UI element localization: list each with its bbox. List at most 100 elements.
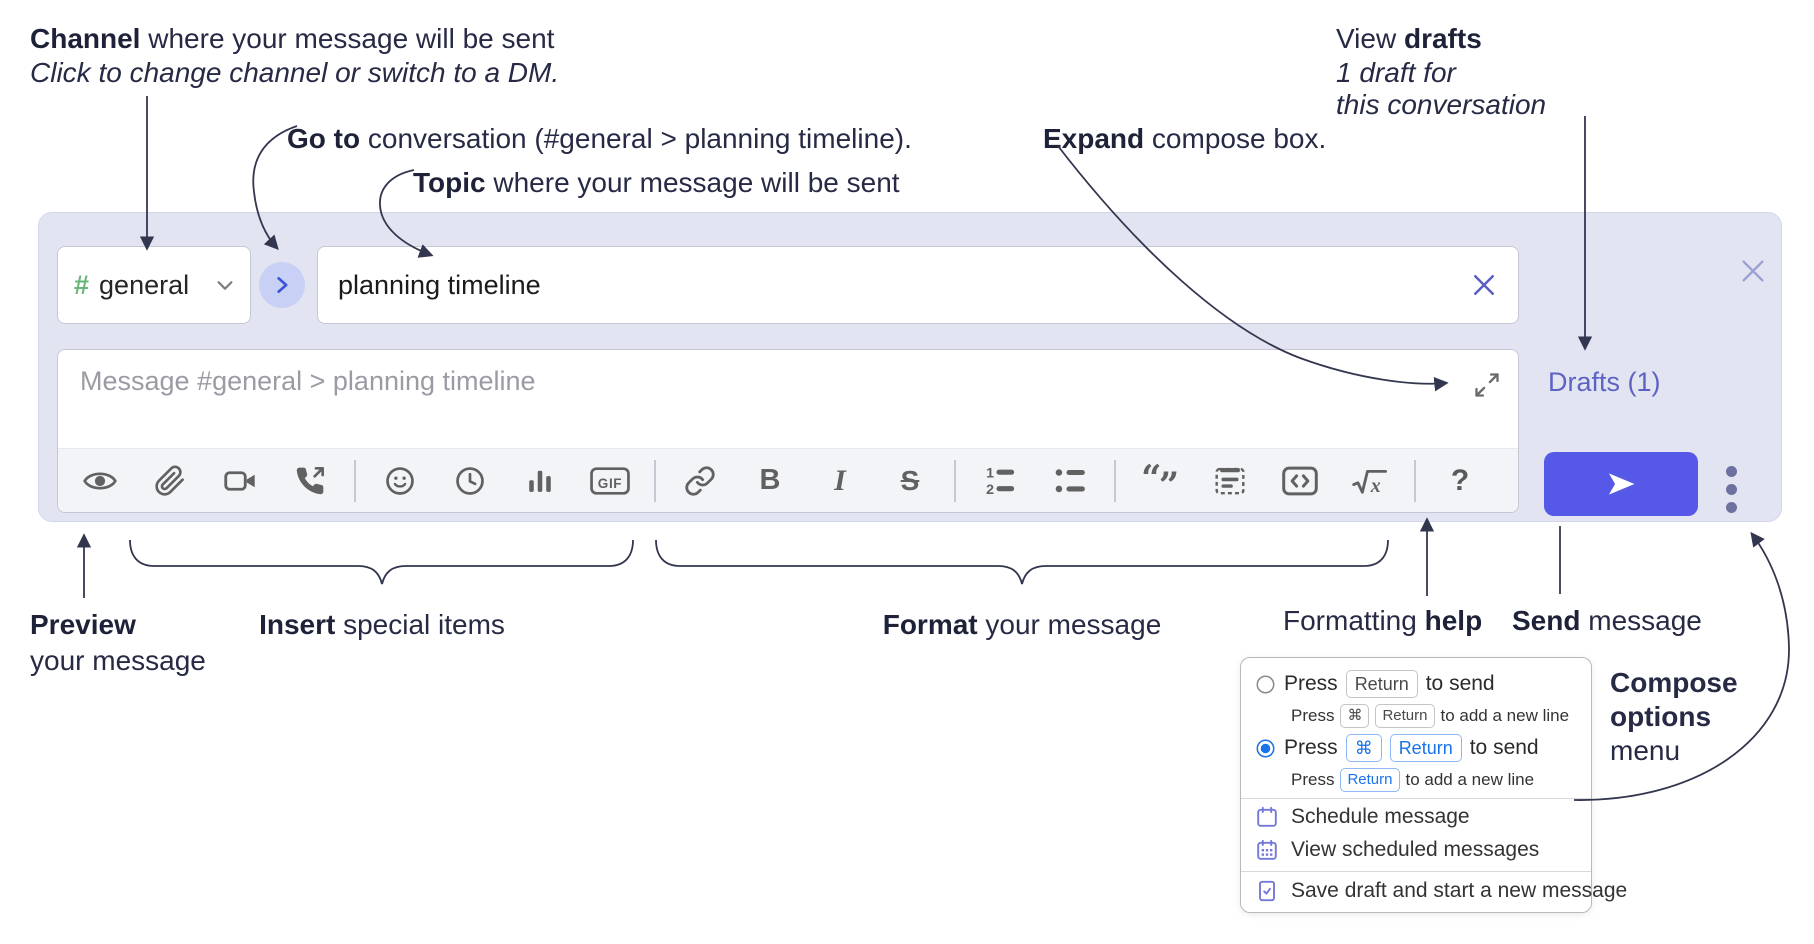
document-check-icon: [1259, 880, 1275, 902]
annotation-drafts-line2: 1 draft for: [1336, 57, 1456, 88]
annotation-goto-bold: Go to: [287, 123, 361, 154]
annotation-expand: Expand compose box.: [1043, 122, 1326, 155]
quote-icon[interactable]: “”: [1138, 459, 1182, 503]
poll-icon[interactable]: [518, 459, 562, 503]
svg-text:1: 1: [986, 465, 994, 481]
svg-text:2: 2: [986, 482, 994, 498]
annotation-compose-options-line1: Compose: [1610, 667, 1738, 698]
annotation-insert-rest: special items: [335, 609, 505, 640]
annotation-preview: Preview: [30, 608, 136, 641]
radio-label: Press: [1284, 736, 1338, 759]
video-call-icon[interactable]: [218, 459, 262, 503]
help-icon[interactable]: ?: [1450, 463, 1470, 497]
svg-text:“: “: [1141, 463, 1161, 499]
annotation-format-bold: Format: [882, 609, 978, 640]
radio-option-cmd-return-to-send[interactable]: Press ⌘ Return to send: [1255, 734, 1539, 762]
annotation-insert: Insert special items: [259, 608, 505, 641]
kbd-cmd: ⌘: [1340, 704, 1370, 728]
drafts-link[interactable]: Drafts (1): [1548, 367, 1661, 397]
annotation-format-rest: your message: [977, 609, 1162, 640]
bulleted-list-icon[interactable]: [1048, 459, 1092, 503]
annotation-help-pre: Formatting: [1283, 605, 1425, 636]
channel-select-label: general: [99, 269, 190, 300]
kbd-return: Return: [1340, 768, 1400, 792]
annotation-channel: Channel where your message will be sent: [30, 22, 554, 55]
chevron-right-icon: [277, 277, 288, 293]
code-icon[interactable]: [1278, 459, 1322, 503]
send-button[interactable]: [1544, 452, 1698, 516]
menu-divider: [1241, 798, 1591, 799]
gif-icon[interactable]: GIF: [588, 459, 632, 503]
spoiler-icon[interactable]: [1208, 459, 1252, 503]
send-icon: [1608, 473, 1635, 495]
annotation-send-rest: message: [1580, 605, 1702, 636]
annotation-goto: Go to conversation (#general > planning …: [287, 122, 912, 155]
time-icon[interactable]: [448, 459, 492, 503]
bold-icon[interactable]: B: [759, 464, 781, 496]
goto-conversation-button[interactable]: [259, 262, 305, 308]
annotation-insert-bold: Insert: [259, 609, 336, 640]
kebab-dot: [1725, 483, 1737, 495]
radio-label: to send: [1469, 736, 1539, 759]
annotation-help-bold: help: [1424, 605, 1483, 636]
close-compose-button[interactable]: [1733, 251, 1773, 291]
calendar-grid-icon: [1257, 839, 1277, 860]
topic-input[interactable]: [336, 268, 1464, 302]
radio-unselected-icon: [1256, 675, 1275, 693]
toolbar-divider: [1114, 459, 1116, 502]
annotation-preview-bold: Preview: [30, 609, 136, 640]
expand-compose-button[interactable]: [1470, 368, 1504, 402]
annotation-drafts-bold: drafts: [1403, 23, 1482, 54]
attach-file-icon[interactable]: [148, 459, 192, 503]
kbd-return: Return: [1389, 734, 1462, 762]
annotation-expand-bold: Expand: [1043, 123, 1145, 154]
annotation-compose-options-line2: options: [1610, 701, 1712, 732]
menu-item-label: Save draft and start a new message: [1291, 879, 1628, 902]
compose-options-menu-button[interactable]: [1711, 457, 1751, 521]
annotation-drafts-line3: this conversation: [1336, 89, 1547, 120]
svg-text:GIF: GIF: [598, 475, 622, 490]
link-icon[interactable]: [678, 459, 722, 503]
annotation-topic-bold: Topic: [413, 167, 486, 198]
annotation-channel-rest: where your message will be sent: [140, 23, 555, 54]
annotation-goto-rest: conversation (#general > planning timeli…: [360, 123, 912, 154]
menu-item-label: View scheduled messages: [1291, 838, 1540, 861]
annotation-channel-bold: Channel: [30, 23, 141, 54]
strikethrough-icon[interactable]: S: [900, 464, 920, 496]
annotation-help: Formatting help: [1283, 604, 1482, 637]
radio-option-sub: Press Return to add a new line: [1291, 768, 1534, 792]
menu-divider: [1241, 871, 1591, 872]
expand-diagonal-icon: [1475, 373, 1499, 397]
channel-select-button[interactable]: # general: [57, 246, 251, 324]
annotation-channel-line2: Click to change channel or switch to a D…: [30, 57, 560, 88]
kebab-dot: [1725, 501, 1737, 513]
annotation-format: Format your message: [883, 608, 1162, 641]
audio-call-icon[interactable]: [288, 459, 332, 503]
channel-hash-icon: #: [74, 269, 90, 300]
radio-option-return-to-send[interactable]: Press Return to send: [1255, 670, 1495, 698]
menu-item-save-draft[interactable]: Save draft and start a new message: [1255, 879, 1627, 903]
close-icon: [1742, 260, 1764, 282]
annotation-preview-line2: your message: [30, 645, 206, 676]
annotation-send: Send message: [1512, 604, 1702, 637]
clear-topic-button[interactable]: [1464, 265, 1504, 305]
emoji-icon[interactable]: [378, 459, 422, 503]
svg-text:”: ”: [1159, 465, 1179, 499]
annotation-drafts: View drafts: [1336, 22, 1482, 55]
radio-label: to send: [1425, 672, 1495, 695]
radio-selected-icon: [1256, 739, 1275, 757]
italic-icon[interactable]: I: [834, 463, 846, 497]
menu-item-schedule-message[interactable]: Schedule message: [1255, 805, 1470, 829]
toolbar-divider: [1414, 459, 1416, 502]
menu-item-view-scheduled[interactable]: View scheduled messages: [1255, 838, 1539, 862]
preview-icon[interactable]: [78, 459, 122, 503]
radio-option-sub: Press ⌘ Return to add a new line: [1291, 704, 1569, 728]
svg-text:x: x: [1370, 475, 1381, 497]
message-input[interactable]: [58, 350, 1518, 448]
kbd-return: Return: [1345, 670, 1418, 698]
toolbar-divider: [954, 459, 956, 502]
message-box: GIF B I S 12 “”: [57, 349, 1519, 513]
math-icon[interactable]: x: [1348, 459, 1392, 503]
